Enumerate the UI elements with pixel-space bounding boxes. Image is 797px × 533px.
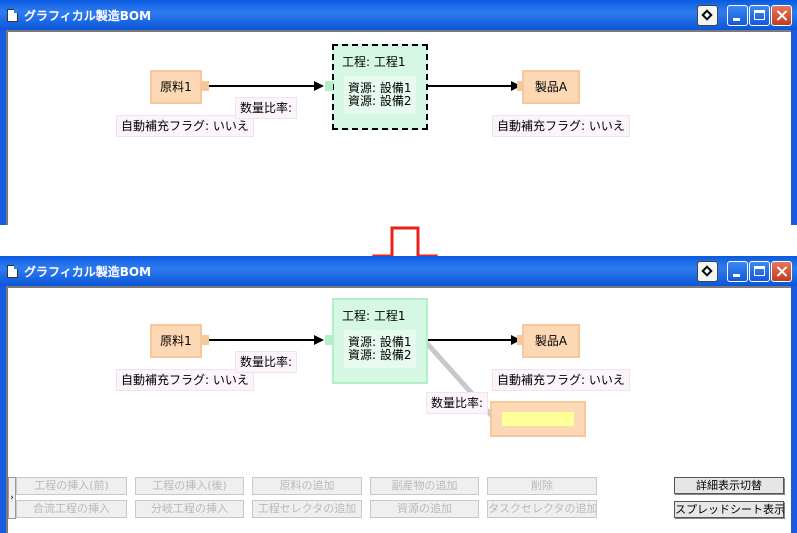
delete-button[interactable]: 削除 [487,477,597,495]
process-title: 工程: 工程1 [342,309,406,323]
product-node[interactable]: 製品A [522,324,580,358]
spreadsheet-view-button[interactable]: スプレッドシート表示 [674,501,785,518]
product-label: 製品A [534,334,568,348]
window-border-right [791,286,797,533]
input-port[interactable] [517,335,525,345]
auto-replenish-flag: 自動補充フラグ: いいえ [116,115,254,137]
arrowhead [511,335,521,345]
process-node[interactable]: 工程: 工程1 資源: 設備1 資源: 設備2 [332,298,428,384]
window-border-left [0,286,6,533]
auto-replenish-flag: 自動補充フラグ: いいえ [492,369,630,391]
add-process-selector-button[interactable]: 工程セレクタの追加 [252,500,362,518]
insert-merge-process-button[interactable]: 合流工程の挿入 [16,500,127,518]
minimize-button[interactable] [727,261,748,282]
bom-canvas[interactable]: 原料1 自動補充フラグ: いいえ 数量比率: 工程: 工程1 資源: 設備1 資… [6,286,791,533]
edge-raw-to-process [204,339,314,341]
output-port[interactable] [201,81,209,91]
detail-view-toggle-button[interactable]: 詳細表示切替 [674,477,784,494]
maximize-button[interactable] [749,5,770,26]
input-port[interactable] [325,335,333,345]
diamond-icon[interactable] [697,5,718,26]
new-quantity-ratio-label[interactable]: 数量比率: [426,392,489,414]
resource-list[interactable]: 資源: 設備1 資源: 設備2 [344,76,416,114]
close-button[interactable] [771,5,792,26]
edge-process-to-product [426,339,512,341]
auto-replenish-flag: 自動補充フラグ: いいえ [116,369,254,391]
toolbar-collapse-handle[interactable]: › [8,477,16,519]
resource-list[interactable]: 資源: 設備1 資源: 設備2 [344,330,416,368]
resource-item: 資源: 設備1 [348,81,412,95]
process-node-selected[interactable]: 工程: 工程1 資源: 設備1 資源: 設備2 [332,44,428,130]
window-before: グラフィカル製造BOM 原料1 自動補充フラグ: いいえ 数量比率: 工程: 工… [0,0,797,225]
insert-process-after-button[interactable]: 工程の挿入(後) [135,477,244,495]
insert-process-before-button[interactable]: 工程の挿入(前) [16,477,127,495]
window-border-left [0,30,6,225]
maximize-button[interactable] [749,261,770,282]
new-node-placeholder[interactable] [490,401,586,437]
add-resource-button[interactable]: 資源の追加 [370,500,479,518]
minimize-button[interactable] [727,5,748,26]
resource-item: 資源: 設備2 [348,348,412,362]
document-icon [7,265,18,278]
diamond-icon[interactable] [697,261,718,282]
product-node[interactable]: 製品A [522,70,580,104]
arrowhead [314,335,324,345]
resource-item: 資源: 設備1 [348,335,412,349]
product-label: 製品A [534,80,568,94]
window-title: グラフィカル製造BOM [24,9,152,23]
raw-material-label: 原料1 [160,334,192,348]
document-icon [7,9,18,22]
quantity-ratio-label[interactable]: 数量比率: [235,97,298,119]
insert-branch-process-button[interactable]: 分岐工程の挿入 [135,500,244,518]
raw-material-node[interactable]: 原料1 [150,324,202,358]
output-port[interactable] [201,335,209,345]
window-title: グラフィカル製造BOM [24,265,152,279]
add-task-selector-button[interactable]: タスクセレクタの追加 [487,500,597,518]
raw-material-label: 原料1 [160,80,192,94]
quantity-ratio-label[interactable]: 数量比率: [235,351,298,373]
add-material-button[interactable]: 原料の追加 [252,477,362,495]
process-title: 工程: 工程1 [342,55,406,69]
input-port[interactable] [517,81,525,91]
resource-item: 資源: 設備2 [348,94,412,108]
arrowhead [314,81,324,91]
title-bar[interactable]: グラフィカル製造BOM [0,256,797,286]
add-byproduct-button[interactable]: 副産物の追加 [370,477,479,495]
edge-raw-to-process [204,85,314,87]
window-after: グラフィカル製造BOM 原料1 自動補充フラグ: いいえ 数量比率: 工程: 工… [0,256,797,533]
bom-canvas[interactable]: 原料1 自動補充フラグ: いいえ 数量比率: 工程: 工程1 資源: 設備1 資… [6,30,791,225]
raw-material-node[interactable]: 原料1 [150,70,202,104]
title-bar[interactable]: グラフィカル製造BOM [0,0,797,30]
arrowhead [511,81,521,91]
new-node-name-field[interactable] [502,412,574,426]
auto-replenish-flag: 自動補充フラグ: いいえ [492,115,630,137]
window-border-right [791,30,797,225]
edge-process-to-product [426,85,512,87]
close-button[interactable] [771,261,792,282]
input-port[interactable] [325,81,333,91]
